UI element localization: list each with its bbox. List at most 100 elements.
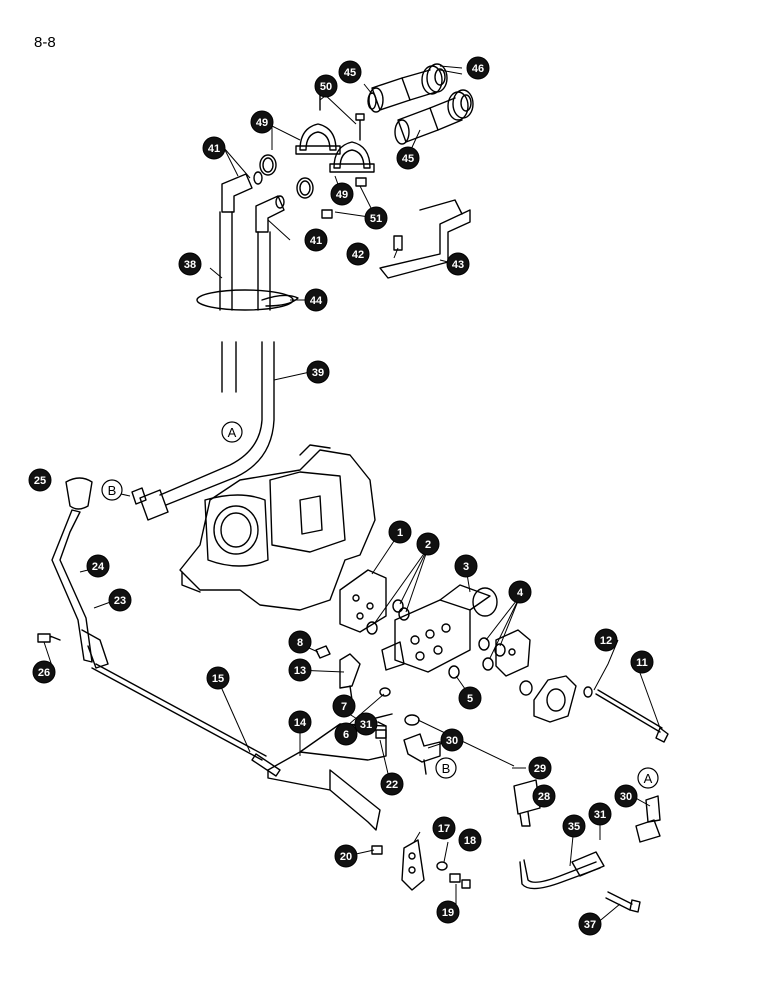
callout-51: 51	[364, 206, 388, 230]
callout-number: 13	[294, 665, 306, 677]
callout-17: 17	[432, 816, 456, 840]
callout-number: 11	[636, 657, 648, 669]
callout-number: 41	[208, 143, 220, 155]
callout-6: 6	[334, 722, 358, 746]
callout-number: 30	[446, 735, 458, 747]
callout-bubble	[108, 588, 132, 612]
reference-A: A	[221, 421, 243, 443]
control-rod	[91, 663, 281, 777]
callout-26: 26	[32, 660, 56, 684]
callout-number: 31	[594, 809, 606, 821]
control-lever	[51, 509, 109, 669]
valve-end-cover-plate	[495, 629, 531, 677]
callout-number: 45	[402, 153, 414, 165]
callout-number: 7	[341, 701, 347, 713]
callout-41: 41	[304, 228, 328, 252]
callout-bubble	[364, 206, 388, 230]
quick-coupler-lower	[394, 89, 474, 145]
callout-49: 49	[250, 110, 274, 134]
callout-number: 4	[517, 587, 524, 599]
hose-end-elbow-b	[131, 487, 169, 521]
reference-B: B	[435, 757, 457, 779]
callout-number: 18	[464, 835, 476, 847]
callout-number: 35	[568, 821, 580, 833]
callout-49: 49	[330, 182, 354, 206]
lever-bolt	[37, 633, 61, 643]
valve-o-rings	[366, 599, 533, 726]
callout-30: 30	[614, 784, 638, 808]
callout-45: 45	[396, 146, 420, 170]
reference-circle	[101, 479, 123, 501]
reference-B: B	[101, 479, 123, 501]
callout-number: 51	[370, 213, 382, 225]
callout-bubble	[86, 554, 110, 578]
callout-bubble	[178, 252, 202, 276]
callout-number: 15	[212, 673, 224, 685]
callout-1: 1	[388, 520, 412, 544]
callout-13: 13	[288, 658, 312, 682]
callout-19: 19	[436, 900, 460, 924]
callout-number: 49	[256, 117, 268, 129]
callout-bubble	[416, 532, 440, 556]
callout-number: 19	[442, 907, 454, 919]
callout-bubble	[304, 288, 328, 312]
callout-bubble	[354, 712, 378, 736]
callout-bubble	[532, 784, 556, 808]
callout-7: 7	[332, 694, 356, 718]
callout-50: 50	[314, 74, 338, 98]
callout-number: 39	[312, 367, 324, 379]
callout-bubble	[594, 628, 618, 652]
callout-number: 43	[452, 259, 464, 271]
valve-end-cover	[533, 675, 593, 723]
callout-bubble	[458, 686, 482, 710]
callout-31: 31	[588, 802, 612, 826]
callout-bubble	[432, 816, 456, 840]
callout-bubble	[458, 828, 482, 852]
callout-number: 1	[397, 527, 403, 539]
small-hardware	[371, 721, 471, 889]
callout-bubble	[388, 520, 412, 544]
callout-number: 28	[538, 791, 550, 803]
elbow-fitting-b	[403, 733, 441, 775]
callout-bubble	[288, 658, 312, 682]
callout-number: 6	[343, 729, 349, 741]
callout-bubble	[306, 360, 330, 384]
callout-number: 38	[184, 259, 196, 271]
callout-number: 46	[472, 63, 484, 75]
reference-letter: A	[644, 771, 653, 786]
callout-number: 24	[92, 561, 105, 573]
callout-bubble	[588, 802, 612, 826]
callout-45: 45	[338, 60, 362, 84]
callout-3: 3	[454, 554, 478, 578]
hydraulic-hoses	[159, 211, 299, 506]
reference-letter: B	[108, 483, 117, 498]
callout-bubble	[454, 554, 478, 578]
transmission-housing	[179, 444, 376, 611]
callout-44: 44	[304, 288, 328, 312]
callout-4: 4	[508, 580, 532, 604]
callout-bubble	[508, 580, 532, 604]
straight-adapter	[513, 779, 541, 827]
control-lever-knob	[65, 477, 93, 510]
callout-bubble	[334, 722, 358, 746]
callout-28: 28	[532, 784, 556, 808]
callout-41: 41	[202, 136, 226, 160]
seal-rings-top	[253, 154, 314, 209]
callout-number: 50	[320, 81, 332, 93]
steel-pipe	[519, 851, 605, 890]
callout-bubble	[330, 182, 354, 206]
long-bolt	[595, 689, 669, 743]
page-number: 8-8	[34, 34, 56, 51]
callout-bubble	[528, 756, 552, 780]
coupler-clamps	[295, 83, 375, 219]
reference-letter: B	[442, 761, 451, 776]
callout-bubble	[28, 468, 52, 492]
callout-bubble	[578, 912, 602, 936]
mounting-bracket	[379, 199, 471, 279]
callout-5: 5	[458, 686, 482, 710]
callout-number: 3	[463, 561, 469, 573]
callout-bubble	[562, 814, 586, 838]
quick-coupler-upper	[367, 63, 448, 113]
callout-bubble	[346, 242, 370, 266]
